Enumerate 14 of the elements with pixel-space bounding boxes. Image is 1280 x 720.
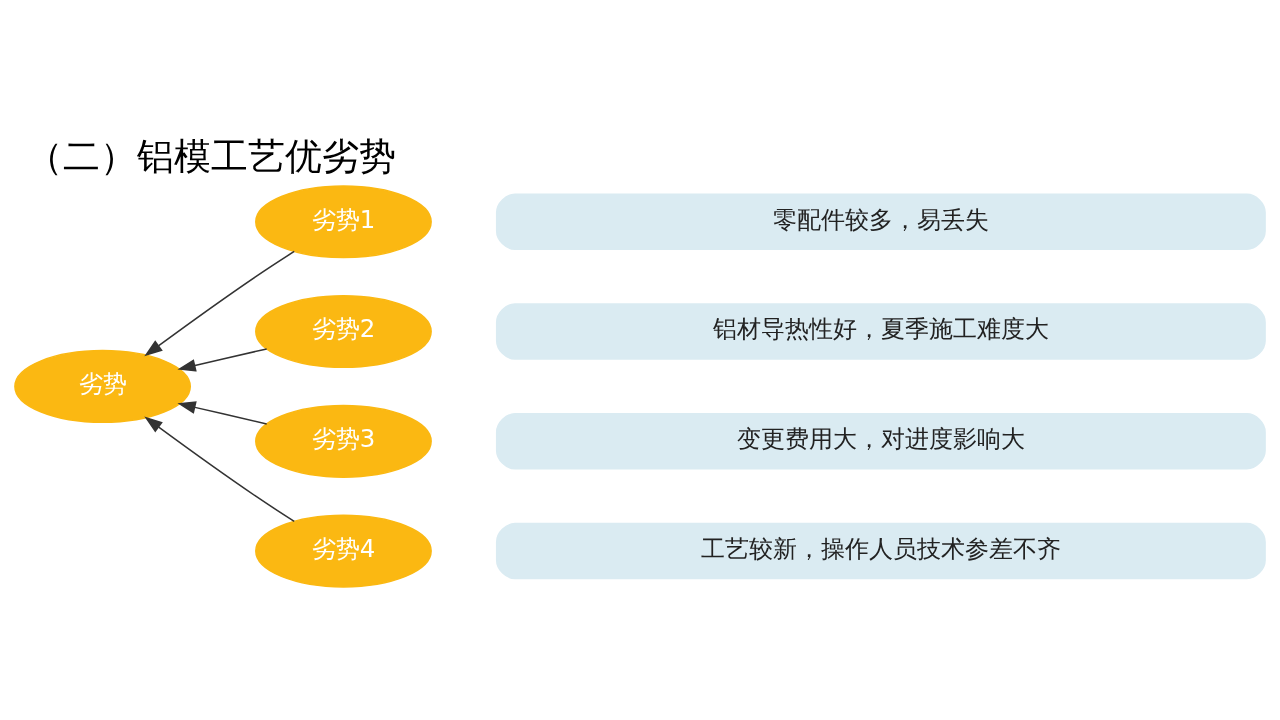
node-ellipse: 劣势3 bbox=[255, 404, 432, 478]
arrow bbox=[144, 250, 295, 356]
node-box: 工艺较新，操作人员技术参差不齐 bbox=[495, 522, 1266, 579]
node-ellipse: 劣势1 bbox=[255, 184, 432, 258]
arrow bbox=[177, 347, 268, 372]
node-box: 零配件较多，易丢失 bbox=[495, 193, 1266, 250]
arrow bbox=[144, 416, 295, 522]
node-box: 铝材导热性好，夏季施工难度大 bbox=[495, 302, 1266, 360]
diagram-title: （二）铝模工艺优劣势 bbox=[25, 134, 396, 178]
node-ellipse: 劣势2 bbox=[255, 294, 432, 368]
node-ellipse: 劣势4 bbox=[255, 514, 432, 588]
node-ellipse: 劣势 bbox=[14, 349, 191, 423]
arrow bbox=[177, 400, 268, 425]
node-box: 变更费用大，对进度影响大 bbox=[495, 412, 1266, 469]
